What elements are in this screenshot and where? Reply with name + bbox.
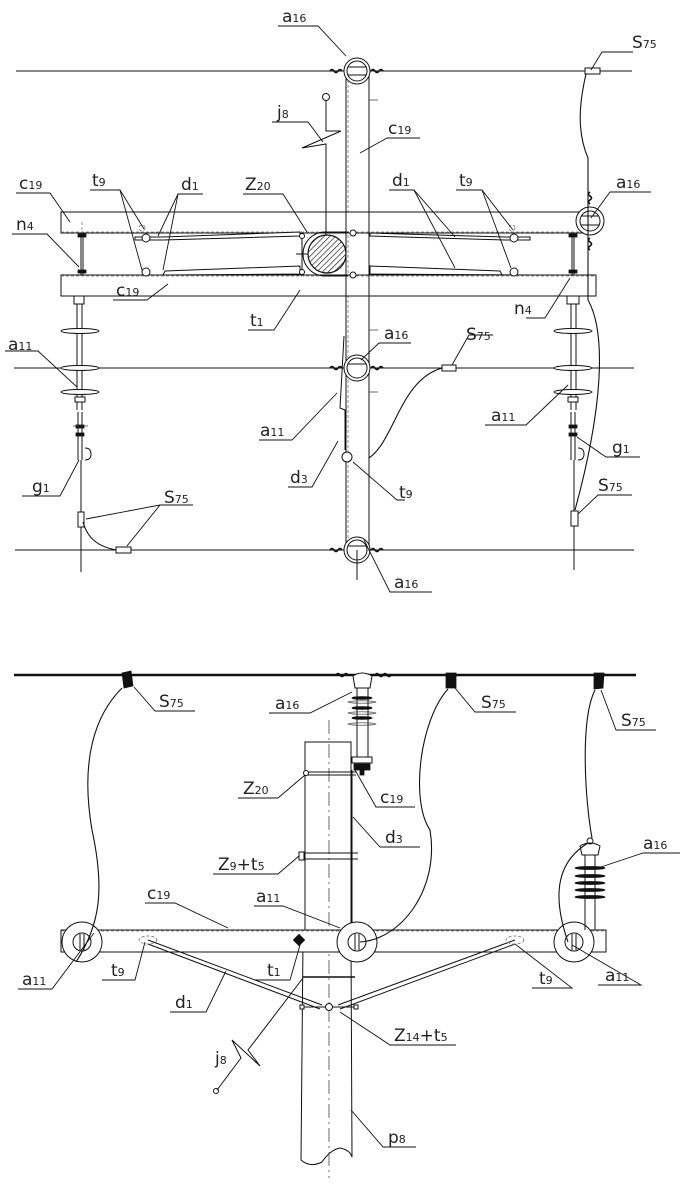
top-view (14, 57, 634, 580)
label-n4-right: n4 (514, 299, 532, 319)
leader-lines (5, 25, 680, 1148)
label-c19-b-bracket: c19 (380, 788, 403, 808)
label-n4-left: n4 (16, 215, 34, 235)
jumper-left (82, 521, 117, 551)
pole-top-view (345, 69, 378, 551)
label-a11-left: a11 (8, 335, 32, 355)
jumper-b-right (558, 689, 596, 943)
label-d1-right: d1 (392, 171, 410, 191)
crossarm-c19-elevation (60, 929, 607, 953)
label-a11-b-right: a11 (605, 966, 629, 986)
clamp-s75-right-lower (570, 510, 579, 527)
label-c19-b-arm: c19 (147, 884, 170, 904)
crossarm-lower (60, 274, 597, 297)
label-s75-b-left: S75 (159, 692, 184, 712)
insulator-a16-bottom (329, 536, 384, 580)
label-g1-right: g1 (612, 438, 630, 458)
bolt-t1-elevation (292, 933, 306, 947)
label-c19-pole: c19 (388, 119, 411, 139)
stud-n4-left (77, 222, 87, 275)
post-insulator-a16-right (574, 837, 606, 930)
label-j8-top: j8 (276, 103, 289, 123)
insulator-a16-top (329, 57, 384, 85)
clamp-s75-left-a (77, 511, 85, 528)
bolt-t9-center (341, 451, 353, 463)
insulator-string-a11-left (60, 295, 100, 572)
brace-d1-elevation (138, 935, 525, 1010)
label-t1-b: t1 (267, 961, 281, 981)
ground-wire-j8-elevation (213, 977, 304, 1094)
label-s75-right-lower: S75 (598, 476, 623, 496)
label-c19-upper-arm: c19 (19, 174, 42, 194)
brace-d1-right (369, 232, 531, 276)
elevation-view (14, 670, 636, 1178)
label-a16-right: a16 (616, 173, 640, 193)
label-t9-b-right: t9 (539, 969, 553, 989)
stud-n4-right (568, 233, 578, 275)
label-g1-left: g1 (32, 477, 50, 497)
label-a16-b-right: a16 (643, 834, 667, 854)
label-t9-left: t9 (92, 171, 106, 191)
band-z14t5 (299, 976, 359, 1011)
labels-elevation-view: S75 a16 S75 S75 Z20 c19 d3 Z9+t5 a16 c19… (22, 692, 667, 1148)
jumper-b-mid (359, 688, 449, 943)
insulator-a16-middle (329, 354, 384, 382)
insulator-a16-right (575, 191, 605, 251)
clamp-s75-middle (441, 364, 457, 372)
label-a16-b-center: a16 (275, 694, 299, 714)
label-t9-right: t9 (459, 171, 473, 191)
brace-d1-left (134, 231, 301, 276)
label-t9-center: t9 (399, 483, 413, 503)
pole-clamp-z20 (296, 229, 357, 279)
label-d1-b: d1 (175, 993, 193, 1013)
clamp-s75-b-left (121, 670, 134, 689)
label-s75-middle: S75 (466, 325, 491, 345)
label-s75-top-right: S75 (632, 33, 657, 53)
label-d1-left: d1 (181, 175, 199, 195)
post-insulator-a16-center (335, 672, 392, 776)
label-a16-top: a16 (282, 7, 306, 27)
down-lead-d3 (339, 335, 346, 450)
strain-clamp-g1-left (73, 412, 92, 461)
clamp-s75-left-b (115, 546, 132, 554)
label-s75-b-mid: S75 (481, 693, 506, 713)
label-d3-b: d3 (385, 828, 403, 848)
label-a11-right: a11 (491, 406, 515, 426)
strain-clamp-g1-right (568, 412, 585, 461)
labels-top-view: a16 S75 j8 c19 c19 t9 d1 Z20 d1 t9 a16 n… (8, 7, 657, 593)
jumper-b-left (75, 687, 123, 963)
label-a11-b-center: a11 (256, 887, 280, 907)
label-t9-b-left: t9 (111, 961, 125, 981)
label-s75-left: S75 (164, 488, 189, 508)
label-z14t5: Z14+t5 (394, 1026, 448, 1046)
label-d3-top: d3 (290, 468, 308, 488)
label-a11-center: a11 (260, 421, 284, 441)
crossarm-upper (60, 211, 597, 234)
label-z20: Z20 (245, 175, 271, 195)
label-t1: t1 (250, 311, 264, 331)
label-a11-b-left: a11 (22, 970, 46, 990)
insulator-a11-left-elev (61, 921, 103, 963)
bolt-t9-group (138, 224, 519, 277)
insulator-a11-right-elev (553, 921, 595, 963)
clamp-s75-b-right (593, 672, 605, 690)
label-j8-b: j8 (214, 1049, 227, 1069)
jumper-middle (368, 367, 443, 459)
label-z20-b: Z20 (243, 779, 269, 799)
label-s75-b-right: S75 (621, 711, 646, 731)
jumper-right-vertical (574, 73, 600, 511)
insulator-string-a11-right (553, 295, 593, 570)
label-c19-lower-arm: c19 (116, 281, 139, 301)
label-p8: p8 (388, 1128, 406, 1148)
clamp-s75-top-right (584, 67, 601, 75)
label-a16-middle: a16 (384, 324, 408, 344)
label-z9t5: Z9+t5 (218, 855, 265, 875)
insulator-a11-center-elev (336, 921, 378, 963)
label-a16-bottom: a16 (394, 573, 418, 593)
clamp-s75-b-mid (445, 672, 457, 689)
